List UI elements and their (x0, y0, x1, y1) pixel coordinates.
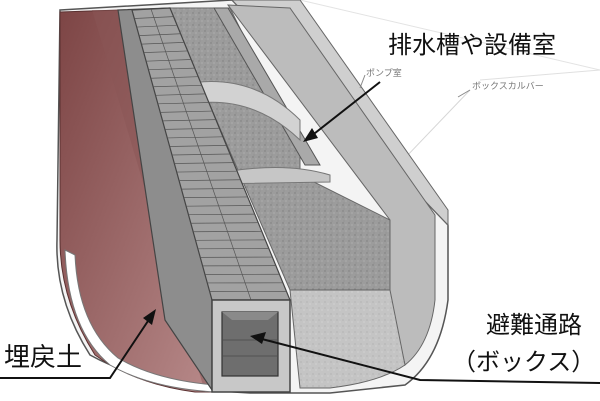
box-center-seam (150, 8, 252, 301)
drainage-arrowhead (303, 128, 318, 142)
pump-room-leader (359, 74, 366, 89)
box-inner-top (222, 312, 278, 320)
box-culvert-label: ボックスカルバー (472, 82, 544, 92)
lower-floor (289, 289, 406, 389)
evacuation-arrowhead (250, 332, 266, 344)
box-culvert-leader (457, 89, 471, 98)
backfill-leader-line (0, 317, 151, 379)
guide-line (479, 69, 600, 81)
backfill-arrowhead (143, 309, 156, 325)
guide-line (299, 0, 600, 71)
evacuation-passage-label: 避難通路 (486, 311, 582, 339)
evacuation-box-label: （ボックス） (452, 348, 596, 376)
backfill-label: 埋戻土 (4, 343, 83, 373)
box-segment-lines (134, 8, 287, 301)
drainage-leader-line (309, 81, 381, 138)
upper-arch-section (179, 81, 301, 142)
evacuation-leader-line (257, 337, 600, 384)
drainage-room-label: 排水槽や設備室 (388, 31, 556, 59)
evacuation-box-opening (221, 311, 279, 377)
pump-room-label: ポンプ室 (366, 69, 402, 79)
